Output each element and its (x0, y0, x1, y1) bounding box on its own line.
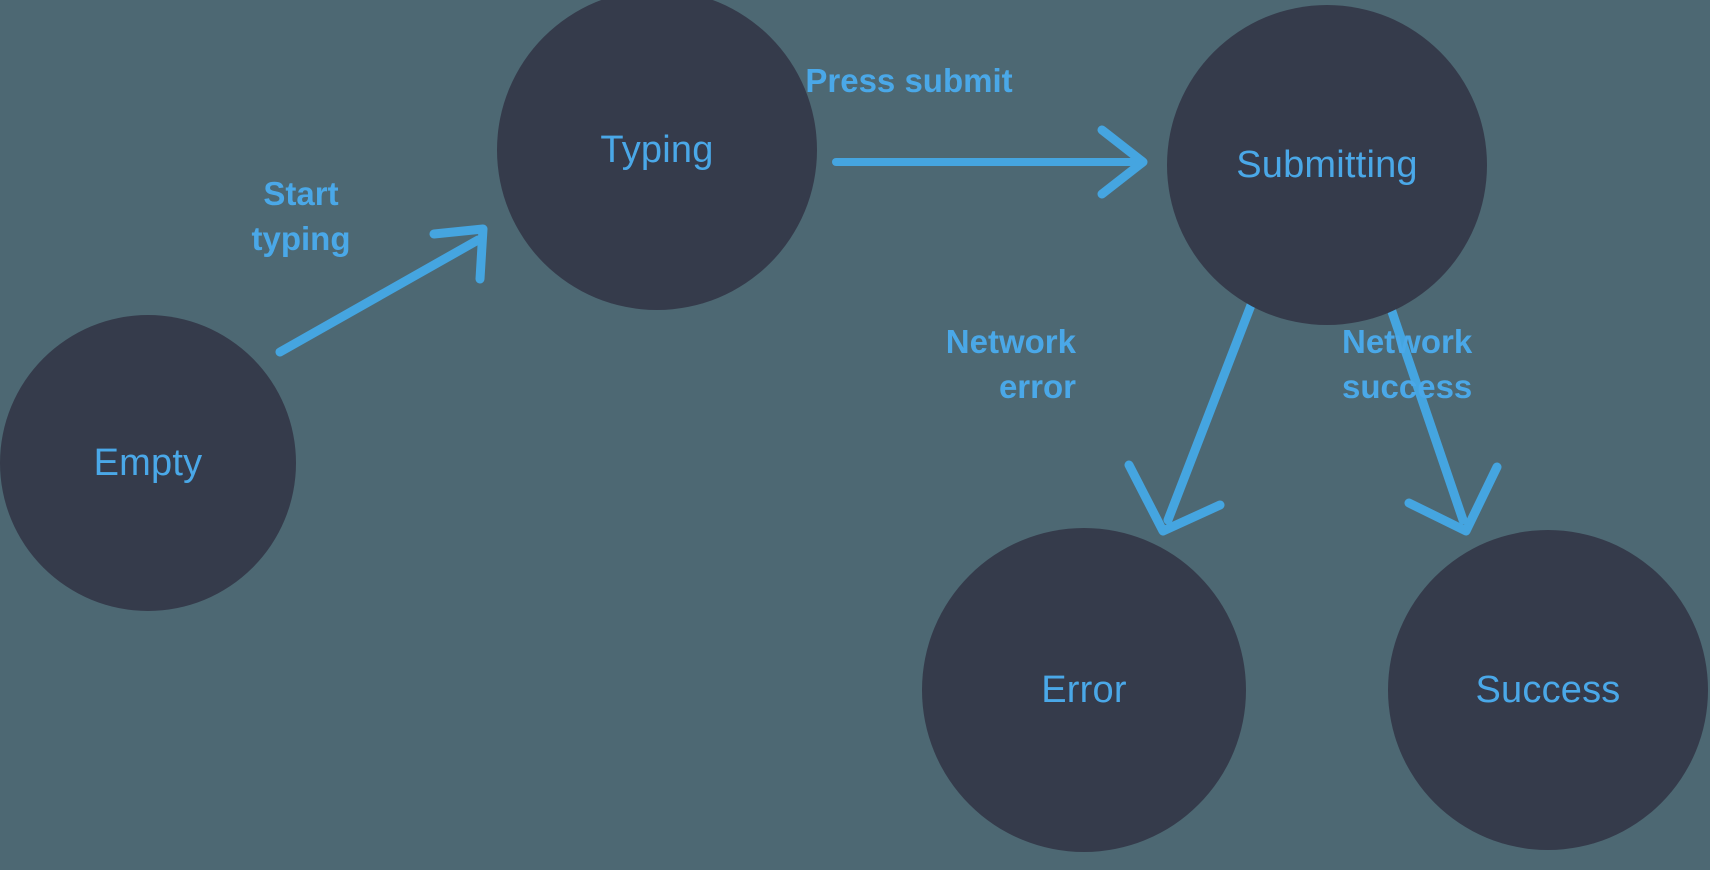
state-label-typing: Typing (600, 129, 714, 171)
state-node-typing[interactable]: Typing (497, 0, 817, 310)
transition-label-network-error: Network error (945, 323, 1076, 405)
state-label-success: Success (1475, 669, 1621, 711)
state-node-empty[interactable]: Empty (0, 315, 296, 611)
transition-arrow-network-error (1124, 295, 1258, 536)
state-node-success[interactable]: Success (1388, 530, 1708, 850)
transition-label-network-success: Network success (1342, 323, 1473, 405)
transition-label-start-typing: Start typing (251, 175, 351, 257)
state-node-error[interactable]: Error (922, 528, 1246, 852)
transition-label-press-submit: Press submit (805, 62, 1013, 99)
state-label-submitting: Submitting (1236, 144, 1418, 186)
state-label-error: Error (1041, 669, 1127, 711)
transition-arrow-start-typing (275, 224, 488, 357)
state-node-submitting[interactable]: Submitting (1167, 5, 1487, 325)
transition-arrow-press-submit (832, 125, 1148, 199)
state-label-empty: Empty (93, 442, 203, 484)
transition-arrow-network-success (1383, 295, 1502, 536)
